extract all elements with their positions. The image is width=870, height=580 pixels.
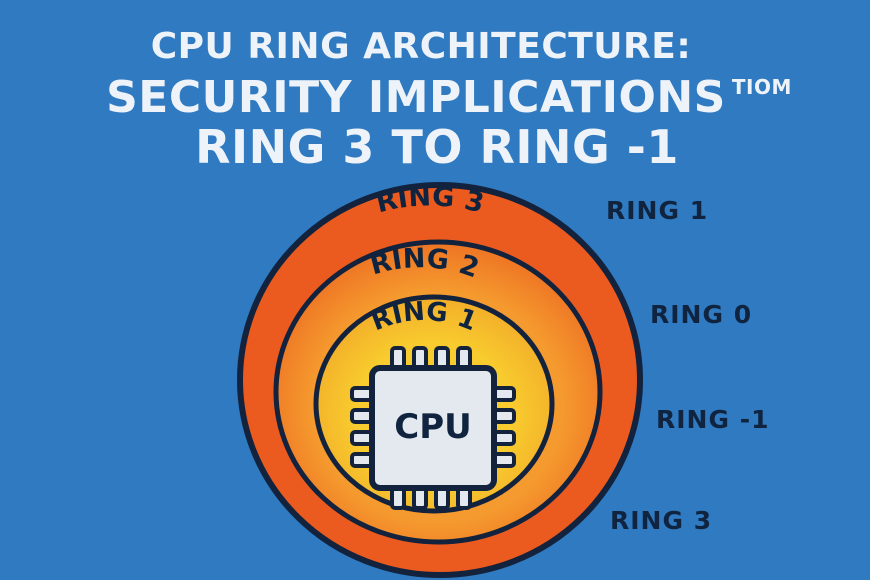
cpu-label: CPU <box>394 407 471 447</box>
title-line-1: CPU RING ARCHITECTURE: <box>150 26 692 67</box>
title-line-3: RING 3 TO RING -1 <box>195 120 679 174</box>
title-line-2-suffix: TIOM <box>731 75 792 99</box>
title-line-2-text: SECURITY IMPLICATIONS <box>106 72 726 123</box>
side-label-2: RING 0 <box>650 300 753 329</box>
side-label-1: RING 1 <box>606 196 709 225</box>
cpu-chip-icon <box>369 365 497 491</box>
side-label-4: RING 3 <box>610 506 713 535</box>
side-label-3: RING -1 <box>656 405 770 434</box>
